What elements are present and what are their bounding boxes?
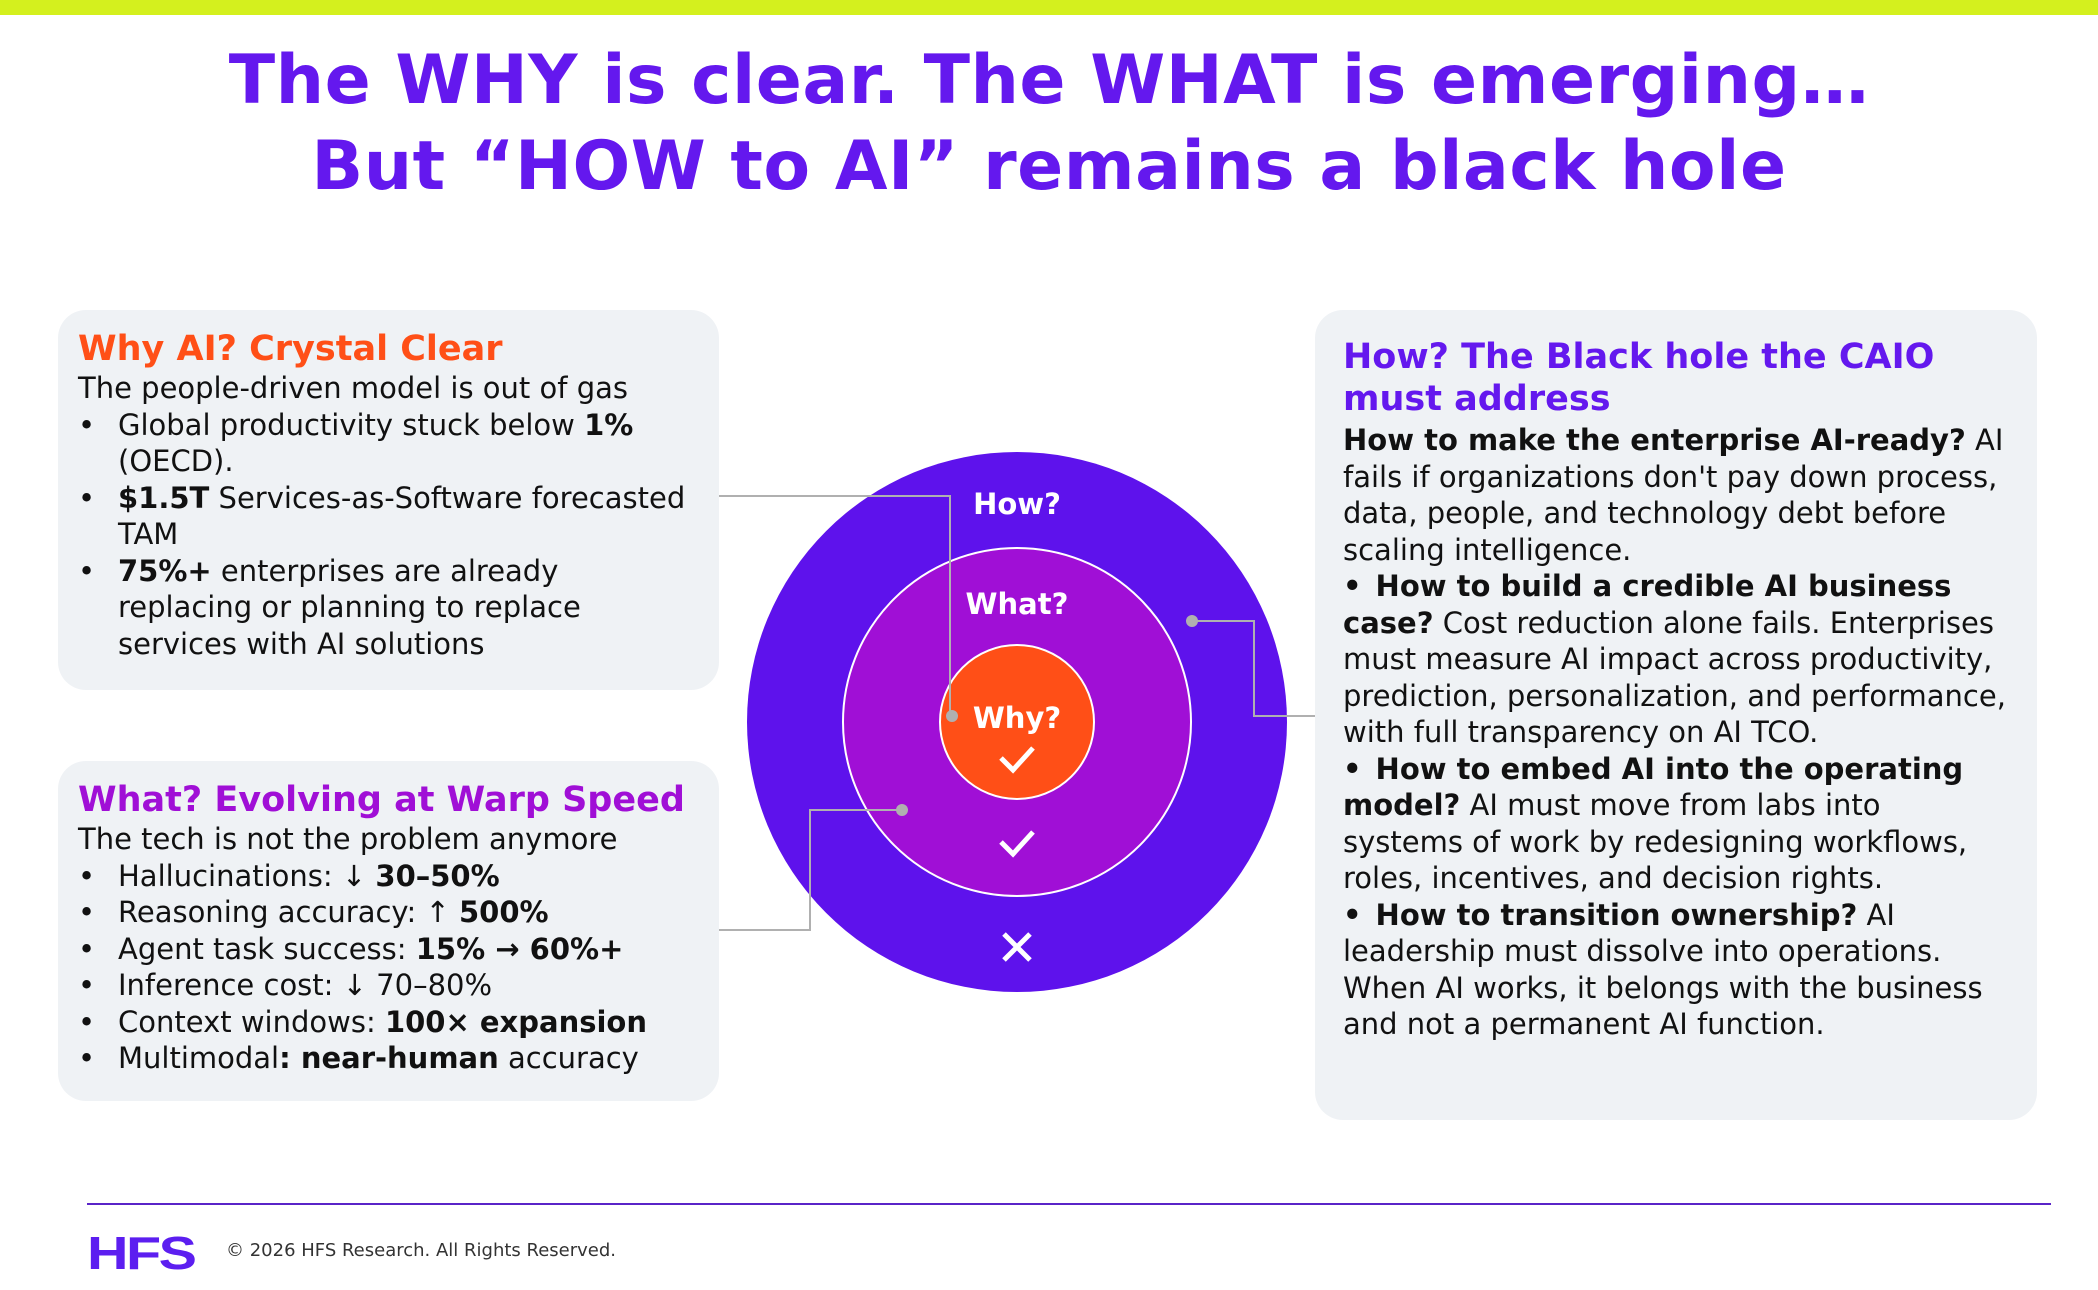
item-text: (OECD). xyxy=(118,444,234,478)
why-heading: Why AI? Crystal Clear xyxy=(78,329,503,369)
bullet: • xyxy=(1343,751,1362,786)
what-list-item: Hallucinations: ↓ 30–50% xyxy=(78,858,699,895)
what-panel: What? Evolving at Warp Speed The tech is… xyxy=(58,761,719,1101)
how-heading: How? The Black hole the CAIO must addres… xyxy=(1343,337,1935,419)
what-list-item: Agent task success: 15% → 60%+ xyxy=(78,931,699,968)
item-highlight: 500% xyxy=(459,895,549,929)
what-label: What? xyxy=(966,587,1069,621)
page-title: The WHY is clear. The WHAT is emerging… … xyxy=(0,38,2098,210)
check-icon xyxy=(999,830,1035,858)
why-panel: Why AI? Crystal Clear The people-driven … xyxy=(58,310,719,690)
footer-divider xyxy=(87,1203,2051,1205)
how-list-item: • How to transition ownership? AI leaders… xyxy=(1343,897,2009,1043)
connector-dot xyxy=(896,804,908,816)
why-list-item: $1.5T Services-as-Software forecasted TA… xyxy=(78,480,699,553)
what-heading: What? Evolving at Warp Speed xyxy=(78,780,685,820)
connector-dot xyxy=(946,710,958,722)
bullet: • xyxy=(1343,897,1362,932)
connector-dot xyxy=(1186,615,1198,627)
item-text: Cost reduction alone fails. Enterprises … xyxy=(1343,605,2006,750)
why-list-item: 75%+ enterprises are already replacing o… xyxy=(78,553,699,663)
item-text: Agent task success: xyxy=(118,931,416,966)
item-highlight: $1.5T xyxy=(118,480,210,515)
item-text: AI leadership must dissolve into operati… xyxy=(1343,897,1983,1042)
why-list-item: Global productivity stuck below 1% (OECD… xyxy=(78,407,699,480)
item-highlight: : near-human xyxy=(279,1041,499,1075)
what-list-item: Multimodal: near-human accuracy xyxy=(78,1040,699,1077)
inner-circle-why xyxy=(939,644,1095,800)
why-list: Global productivity stuck below 1% (OECD… xyxy=(78,407,699,663)
what-list-item: Reasoning accuracy: ↑ 500% xyxy=(78,894,699,931)
hfs-logo: HFS xyxy=(87,1227,197,1279)
title-line-1: The WHY is clear. The WHAT is emerging… xyxy=(228,41,1870,120)
item-highlight: 30–50% xyxy=(375,858,500,893)
item-question: How to embed AI into the operating model… xyxy=(1343,751,1964,823)
what-list-item: Inference cost: ↓ 70–80% xyxy=(78,967,699,1004)
how-list-item: How to make the enterprise AI-ready? AI … xyxy=(1343,422,2009,568)
item-question: How to make the enterprise AI-ready? xyxy=(1343,423,1966,457)
check-icon xyxy=(999,746,1035,774)
why-intro: The people-driven model is out of gas xyxy=(78,371,628,405)
why-label: Why? xyxy=(973,701,1061,735)
item-highlight: 15% → 60%+ xyxy=(415,931,624,966)
item-question: How to transition ownership? xyxy=(1375,897,1858,932)
item-text: Services-as-Software forecasted TAM xyxy=(118,480,686,552)
item-highlight: 100× expansion xyxy=(384,1004,648,1039)
item-text: Reasoning accuracy: ↑ xyxy=(118,895,459,929)
bullet: • xyxy=(1343,569,1362,603)
title-line-2: But “HOW to AI” remains a black hole xyxy=(311,127,1787,206)
what-intro: The tech is not the problem anymore xyxy=(78,822,618,856)
item-text: Global productivity stuck below xyxy=(118,407,585,442)
top-accent-bar xyxy=(0,0,2098,15)
cross-icon xyxy=(1002,932,1032,962)
how-list-item: •How to embed AI into the operating mode… xyxy=(1343,751,2009,897)
connector-lines xyxy=(719,495,1315,931)
item-question: How to build a credible AI business case… xyxy=(1343,569,1952,640)
how-panel: How? The Black hole the CAIO must addres… xyxy=(1315,310,2037,1120)
item-text: Inference cost: ↓ 70–80% xyxy=(118,968,493,1002)
how-label: How? xyxy=(973,487,1061,521)
item-text: Context windows: xyxy=(118,1004,385,1039)
how-list: How to make the enterprise AI-ready? AI … xyxy=(1343,422,2009,1043)
what-list: Hallucinations: ↓ 30–50%Reasoning accura… xyxy=(78,858,699,1077)
what-list-item: Context windows: 100× expansion xyxy=(78,1004,699,1041)
item-text: AI must move from labs into systems of w… xyxy=(1343,788,1968,895)
item-text: Multimodal xyxy=(118,1041,280,1075)
item-text: accuracy xyxy=(498,1041,639,1075)
item-highlight: 75%+ xyxy=(118,553,212,588)
item-text: Hallucinations: ↓ xyxy=(118,858,376,893)
how-list-item: •How to build a credible AI business cas… xyxy=(1343,568,2009,751)
item-highlight: 1% xyxy=(584,407,634,442)
item-text: enterprises are already replacing or pla… xyxy=(118,553,581,661)
copyright: © 2026 HFS Research. All Rights Reserved… xyxy=(226,1240,617,1261)
item-text: AI fails if organizations don't pay down… xyxy=(1343,423,2004,567)
